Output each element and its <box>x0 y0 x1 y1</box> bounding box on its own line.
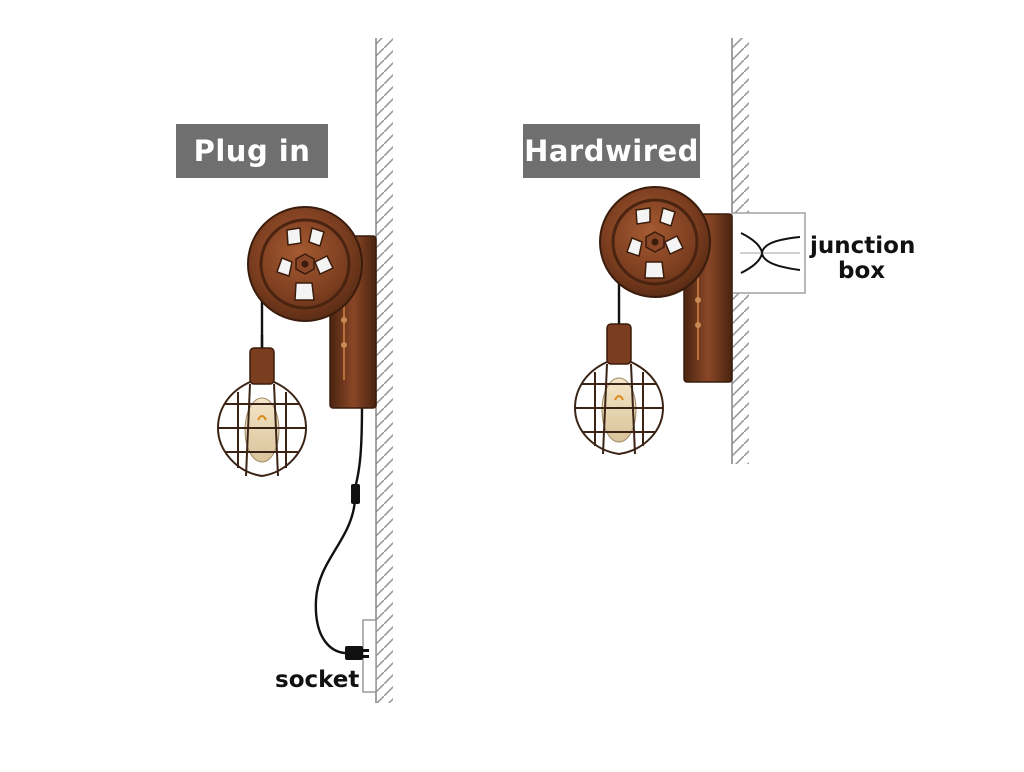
hardwired-cage-pendant-lamp-icon <box>573 323 665 456</box>
plug-in-title-badge: Plug in <box>176 124 328 178</box>
junction-label: junction <box>810 233 916 259</box>
wall-socket-icon <box>345 619 377 693</box>
wall-plug-icon <box>345 646 363 660</box>
plug-in-wall <box>375 38 393 703</box>
hardwired-pulley-wheel-icon <box>599 186 711 298</box>
cage-pendant-lamp-icon <box>216 335 308 478</box>
inline-switch-icon <box>351 484 360 504</box>
pulley-wheel-icon <box>247 206 363 322</box>
hardwired-title-badge: Hardwired <box>523 124 700 178</box>
junction-box-icon <box>731 212 806 294</box>
box-label: box <box>838 258 886 284</box>
socket-label: socket <box>275 667 360 693</box>
